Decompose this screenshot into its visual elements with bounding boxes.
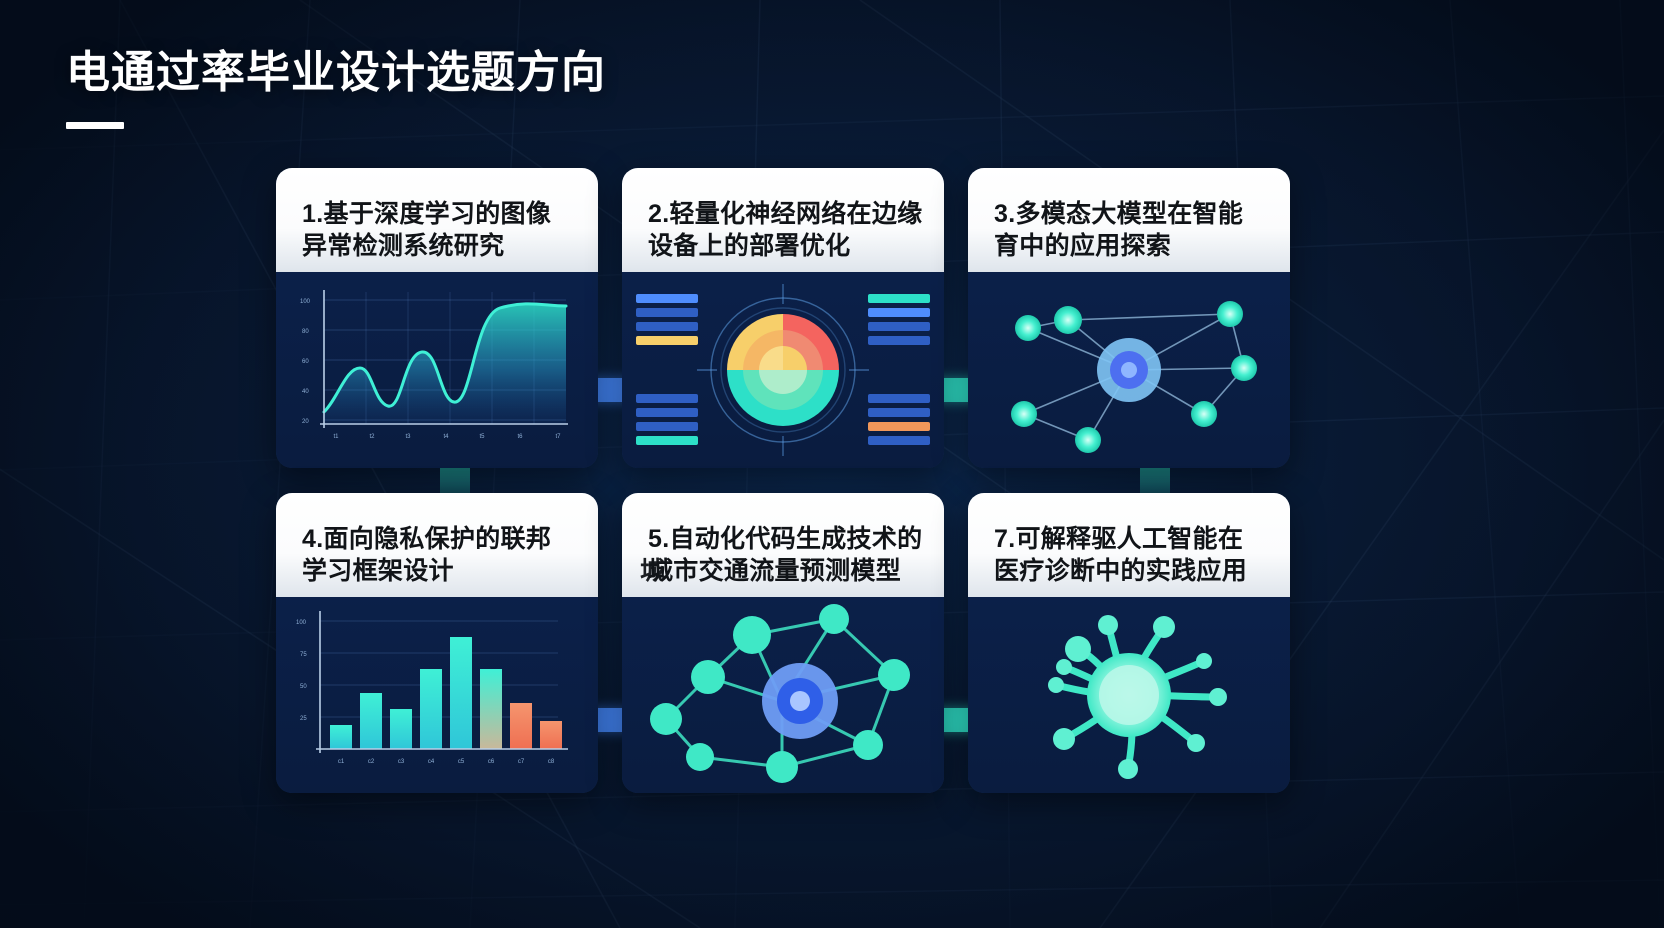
pie-inner (759, 346, 807, 394)
node-network-hub (1011, 301, 1257, 453)
card-5-title: 5.自动化代码生成技术的 城 城市交通流量预测模型 (640, 523, 928, 587)
topic-card-2[interactable]: 2.轻量化神经网络在边缘 设备上的部署优化 (622, 168, 944, 468)
card-4-title-line1: 4.面向隐私保护的联邦 (302, 525, 552, 553)
card-4-header: 4.面向隐私保护的联邦 学习框架设计 (276, 493, 598, 597)
svg-text:100: 100 (296, 620, 307, 626)
graph-hub-core (790, 691, 810, 711)
svg-text:20: 20 (302, 419, 309, 425)
card-2-title: 2.轻量化神经网络在边缘 设备上的部署优化 (648, 198, 928, 262)
topic-card-grid: 1.基于深度学习的图像 异常检测系统研究 (276, 168, 1294, 793)
svg-text:c7: c7 (518, 759, 525, 765)
card-5-title-line1: 5.自动化代码生成技术的 (648, 525, 923, 553)
card-1-title-line1: 1.基于深度学习的图像 (302, 200, 552, 228)
title-underline (66, 122, 124, 129)
card-5-title-ghost-glyph: 城 (640, 557, 666, 585)
svg-text:t3: t3 (405, 434, 411, 440)
graph-network-hub (650, 604, 910, 783)
bars (330, 637, 562, 749)
right-legend-bars (868, 294, 930, 445)
svg-text:60: 60 (302, 359, 309, 365)
svg-text:t2: t2 (369, 434, 375, 440)
svg-text:75: 75 (300, 652, 307, 658)
card-4-visual: 100 75 50 25 c1 c2 c3 c4 c5 c6 c7 c8 (276, 597, 598, 793)
neuron-burst (1048, 615, 1227, 779)
topic-card-4[interactable]: 4.面向隐私保护的联邦 学习框架设计 (276, 493, 598, 793)
topic-card-7[interactable]: 7.可解释驱人工智能在 医疗诊断中的实践应用 (968, 493, 1290, 793)
svg-text:50: 50 (300, 684, 307, 690)
card-7-header: 7.可解释驱人工智能在 医疗诊断中的实践应用 (968, 493, 1290, 597)
card-5-header: 5.自动化代码生成技术的 城 城市交通流量预测模型 (622, 493, 944, 597)
card-1-header: 1.基于深度学习的图像 异常检测系统研究 (276, 168, 598, 272)
card-3-title-line1: 3.多模态大模型在智能 (994, 200, 1244, 228)
card-7-title: 7.可解释驱人工智能在 医疗诊断中的实践应用 (994, 523, 1274, 587)
svg-text:c1: c1 (338, 759, 345, 765)
bar-chart: 100 75 50 25 c1 c2 c3 c4 c5 c6 c7 c8 (296, 611, 568, 765)
neuron-soma-core (1099, 665, 1159, 725)
card-5-title-line2-text: 城市交通流量预测模型 (648, 557, 902, 585)
page-title-block: 电通过率毕业设计选题方向 (66, 36, 606, 129)
topic-card-5[interactable]: 5.自动化代码生成技术的 城 城市交通流量预测模型 (622, 493, 944, 793)
reticle-rings (697, 284, 869, 456)
card-7-title-line2: 医疗诊断中的实践应用 (994, 557, 1248, 585)
card-3-title: 3.多模态大模型在智能 育中的应用探索 (994, 198, 1274, 262)
svg-text:25: 25 (300, 716, 307, 722)
svg-text:80: 80 (302, 329, 309, 335)
card-7-visual (968, 597, 1290, 793)
card-2-visual (622, 272, 944, 468)
card-1-title: 1.基于深度学习的图像 异常检测系统研究 (302, 198, 582, 262)
left-legend-bars (636, 294, 698, 445)
topic-card-3[interactable]: 3.多模态大模型在智能 育中的应用探索 (968, 168, 1290, 468)
card-2-title-line1: 2.轻量化神经网络在边缘 (648, 200, 923, 228)
card-5-title-line2: 城 城市交通流量预测模型 (640, 555, 928, 587)
card-4-title: 4.面向隐私保护的联邦 学习框架设计 (302, 523, 582, 587)
hub-node-core (1121, 362, 1137, 378)
svg-text:t5: t5 (479, 434, 485, 440)
radial-donut-dashboard (636, 284, 930, 456)
svg-text:t7: t7 (555, 434, 561, 440)
topic-card-1[interactable]: 1.基于深度学习的图像 异常检测系统研究 (276, 168, 598, 468)
network-nodes (1011, 301, 1257, 453)
svg-text:c2: c2 (368, 759, 375, 765)
graph-nodes (650, 604, 910, 783)
svg-text:c6: c6 (488, 759, 495, 765)
svg-text:100: 100 (300, 299, 311, 305)
card-3-header: 3.多模态大模型在智能 育中的应用探索 (968, 168, 1290, 272)
card-3-visual (968, 272, 1290, 468)
card-5-visual (622, 597, 944, 793)
svg-text:40: 40 (302, 389, 309, 395)
svg-text:c3: c3 (398, 759, 405, 765)
svg-text:t1: t1 (333, 434, 339, 440)
card-2-header: 2.轻量化神经网络在边缘 设备上的部署优化 (622, 168, 944, 272)
card-7-title-line1: 7.可解释驱人工智能在 (994, 525, 1244, 553)
card-1-visual: 100 80 60 40 20 t1 t2 t3 t4 t5 t6 t7 (276, 272, 598, 468)
card-1-title-line2: 异常检测系统研究 (302, 232, 505, 260)
card-2-title-line2: 设备上的部署优化 (648, 232, 851, 260)
svg-text:c5: c5 (458, 759, 465, 765)
card-3-title-line2: 育中的应用探索 (994, 232, 1172, 260)
svg-text:t4: t4 (443, 434, 449, 440)
svg-text:c4: c4 (428, 759, 435, 765)
area-line-chart: 100 80 60 40 20 t1 t2 t3 t4 t5 t6 t7 (300, 290, 568, 440)
svg-text:t6: t6 (517, 434, 523, 440)
card-4-title-line2: 学习框架设计 (302, 557, 454, 585)
page-title: 电通过率毕业设计选题方向 (66, 48, 606, 97)
synapse-terminals (1048, 615, 1227, 779)
svg-text:c8: c8 (548, 759, 555, 765)
